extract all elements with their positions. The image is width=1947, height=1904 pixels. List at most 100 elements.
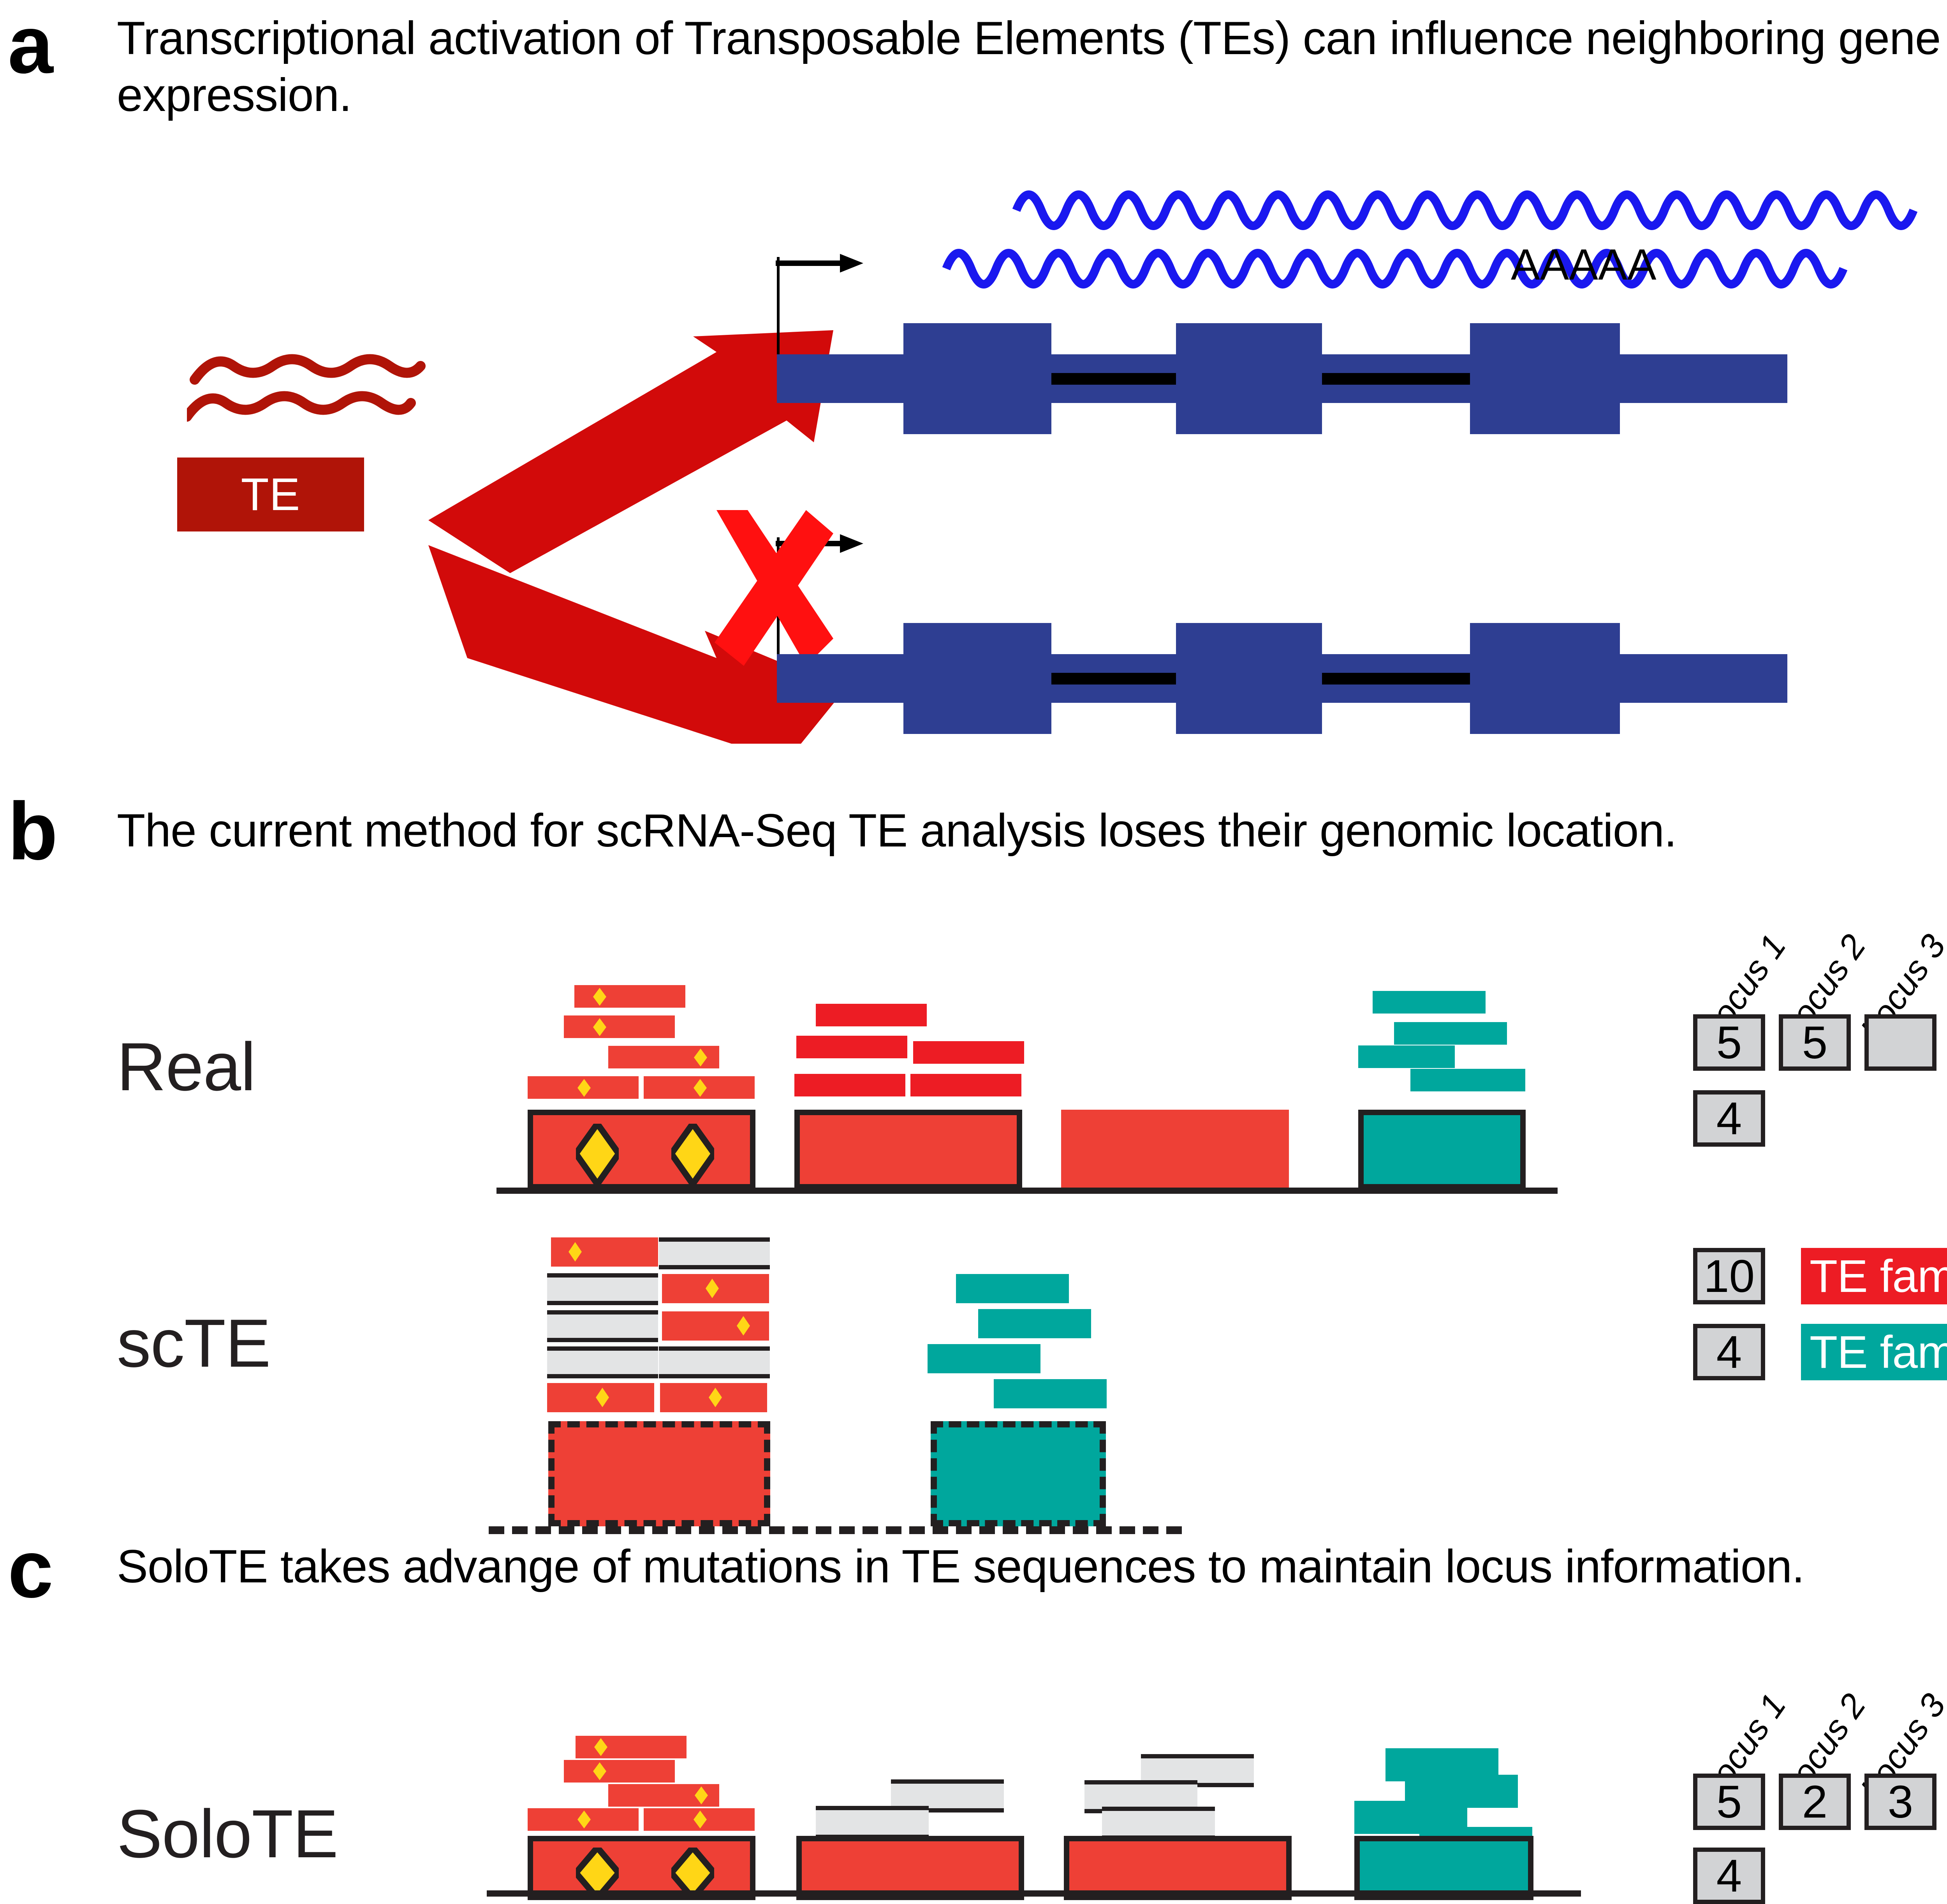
te-rna-squiggles-icon xyxy=(187,354,426,422)
read-scte-grey-5 xyxy=(659,1346,770,1378)
genome-baseline-scte xyxy=(489,1526,1182,1534)
read-real-l1-5 xyxy=(644,1076,755,1099)
mutation-diamond-icon xyxy=(594,1738,607,1756)
mutation-diamond-icon xyxy=(694,1079,707,1097)
read-scte-f2-4 xyxy=(994,1379,1107,1408)
mutation-diamond-icon xyxy=(569,1242,582,1262)
read-scte-f2-3 xyxy=(928,1344,1040,1373)
mrna-transcript-top-icon xyxy=(1012,190,1918,230)
pileup-real-family2 xyxy=(1358,1110,1526,1190)
count-scte-f1: 10 xyxy=(1693,1248,1765,1304)
row-label-solote: SoloTE xyxy=(117,1796,338,1872)
tss-arrow-stem-top xyxy=(777,257,780,358)
read-real-f2-1 xyxy=(1373,991,1486,1014)
mutation-diamond-icon xyxy=(576,1848,619,1898)
gene-intron-2-top xyxy=(1322,373,1470,385)
mutation-diamond-icon xyxy=(695,1786,708,1804)
gene-intron-2-bottom xyxy=(1322,673,1470,685)
gene-exon-3-top xyxy=(1470,323,1620,434)
read-real-l1-4 xyxy=(528,1076,639,1099)
read-scte-f1-1 xyxy=(551,1237,658,1267)
row-label-real: Real xyxy=(117,1029,256,1105)
count-real-f2-locus1: 4 xyxy=(1693,1090,1765,1147)
legend-chip-family1-scte: TE family 1 xyxy=(1801,1248,1947,1304)
mutation-diamond-icon xyxy=(671,1124,714,1184)
pileup-scte-family2 xyxy=(931,1421,1106,1526)
mutation-diamond-icon xyxy=(706,1279,719,1298)
read-solote-l1-4 xyxy=(528,1808,639,1831)
activation-arrow-down-icon xyxy=(428,545,845,744)
read-real-l1-3 xyxy=(608,1046,719,1068)
pileup-real-locus3-family1 xyxy=(1061,1110,1289,1190)
count-solote-f1-locus1: 5 xyxy=(1693,1774,1765,1830)
gene-exon-2-bottom xyxy=(1176,623,1322,734)
mutation-diamond-icon xyxy=(576,1124,619,1184)
mutation-diamond-icon xyxy=(577,1079,591,1097)
mutation-diamond-icon xyxy=(596,1388,609,1407)
read-solote-l1-5 xyxy=(644,1808,755,1831)
count-solote-f2-locus1: 4 xyxy=(1693,1848,1765,1904)
read-scte-f1-5 xyxy=(660,1383,767,1412)
count-solote-f1-locus3: 3 xyxy=(1864,1774,1936,1830)
pileup-real-locus2-family1 xyxy=(794,1110,1022,1190)
read-real-l2-4 xyxy=(794,1074,905,1096)
read-real-l2-2 xyxy=(796,1036,907,1058)
read-real-l1-2 xyxy=(564,1015,675,1038)
panel-c-title: SoloTE takes advange of mutations in TE … xyxy=(117,1540,1805,1593)
read-scte-f1-4 xyxy=(547,1383,654,1412)
read-solote-l2-grey-2 xyxy=(816,1806,929,1839)
pileup-solote-locus1-family1 xyxy=(528,1836,755,1900)
count-solote-f1-locus2: 2 xyxy=(1779,1774,1851,1830)
row-label-scte: scTE xyxy=(117,1306,271,1381)
mutation-diamond-icon xyxy=(593,1762,606,1780)
read-scte-grey-2 xyxy=(547,1273,658,1305)
gene-intron-1-bottom xyxy=(1051,673,1176,685)
mutation-diamond-icon xyxy=(709,1388,722,1407)
blocked-transcription-cross-icon xyxy=(715,510,833,666)
genome-baseline-real xyxy=(496,1188,1558,1194)
read-real-l2-3 xyxy=(913,1041,1024,1064)
gene-exon-1-top xyxy=(903,323,1051,434)
mutation-diamond-icon xyxy=(671,1848,714,1898)
read-real-f2-2 xyxy=(1394,1022,1507,1045)
read-solote-l1-3 xyxy=(608,1784,719,1807)
count-scte-f2: 4 xyxy=(1693,1324,1765,1380)
read-scte-grey-1 xyxy=(659,1237,770,1269)
read-scte-f1-3 xyxy=(662,1311,769,1341)
mutation-diamond-icon xyxy=(593,1018,606,1036)
gene-intron-1-top xyxy=(1051,373,1176,385)
read-scte-f2-2 xyxy=(978,1309,1091,1338)
read-scte-grey-4 xyxy=(547,1346,658,1378)
activation-arrow-up-icon xyxy=(428,330,833,573)
read-real-f2-3 xyxy=(1358,1045,1455,1068)
gene-exon-2-top xyxy=(1176,323,1322,434)
count-real-f1-locus2: 5 xyxy=(1779,1014,1851,1071)
mrna-transcript-bottom-icon xyxy=(942,249,1848,289)
te-box: TE xyxy=(177,458,364,531)
genome-baseline-solote xyxy=(487,1890,1581,1897)
mutation-diamond-icon xyxy=(694,1811,707,1828)
read-scte-f2-1 xyxy=(956,1274,1069,1303)
panel-b-letter: b xyxy=(8,785,58,877)
tss-arrow-head-top-icon xyxy=(776,254,863,273)
read-real-l1-1 xyxy=(574,985,685,1008)
panel-c-letter: c xyxy=(8,1523,53,1615)
panel-a-letter: a xyxy=(8,0,53,90)
gene-exon-3-bottom xyxy=(1470,623,1620,734)
pileup-scte-family1 xyxy=(548,1421,770,1526)
panel-a-title: Transcriptional activation of Transposab… xyxy=(117,12,1941,121)
pileup-real-locus1-family1 xyxy=(528,1110,755,1190)
polyA-tail-label: AAAAA xyxy=(1511,240,1657,289)
gene-exon-1-bottom xyxy=(903,623,1051,734)
read-real-f2-4 xyxy=(1410,1069,1525,1091)
mutation-diamond-icon xyxy=(577,1811,591,1828)
pileup-solote-family2 xyxy=(1354,1836,1533,1900)
mutation-diamond-icon xyxy=(694,1049,707,1066)
read-solote-l1-1 xyxy=(576,1736,687,1758)
read-scte-f1-2 xyxy=(662,1274,769,1303)
panel-b-title: The current method for scRNA-Seq TE anal… xyxy=(117,804,1677,857)
read-scte-grey-3 xyxy=(547,1310,658,1342)
read-solote-l3-grey-3 xyxy=(1102,1807,1215,1840)
read-real-l2-5 xyxy=(910,1074,1021,1096)
read-solote-l1-2 xyxy=(564,1760,675,1783)
